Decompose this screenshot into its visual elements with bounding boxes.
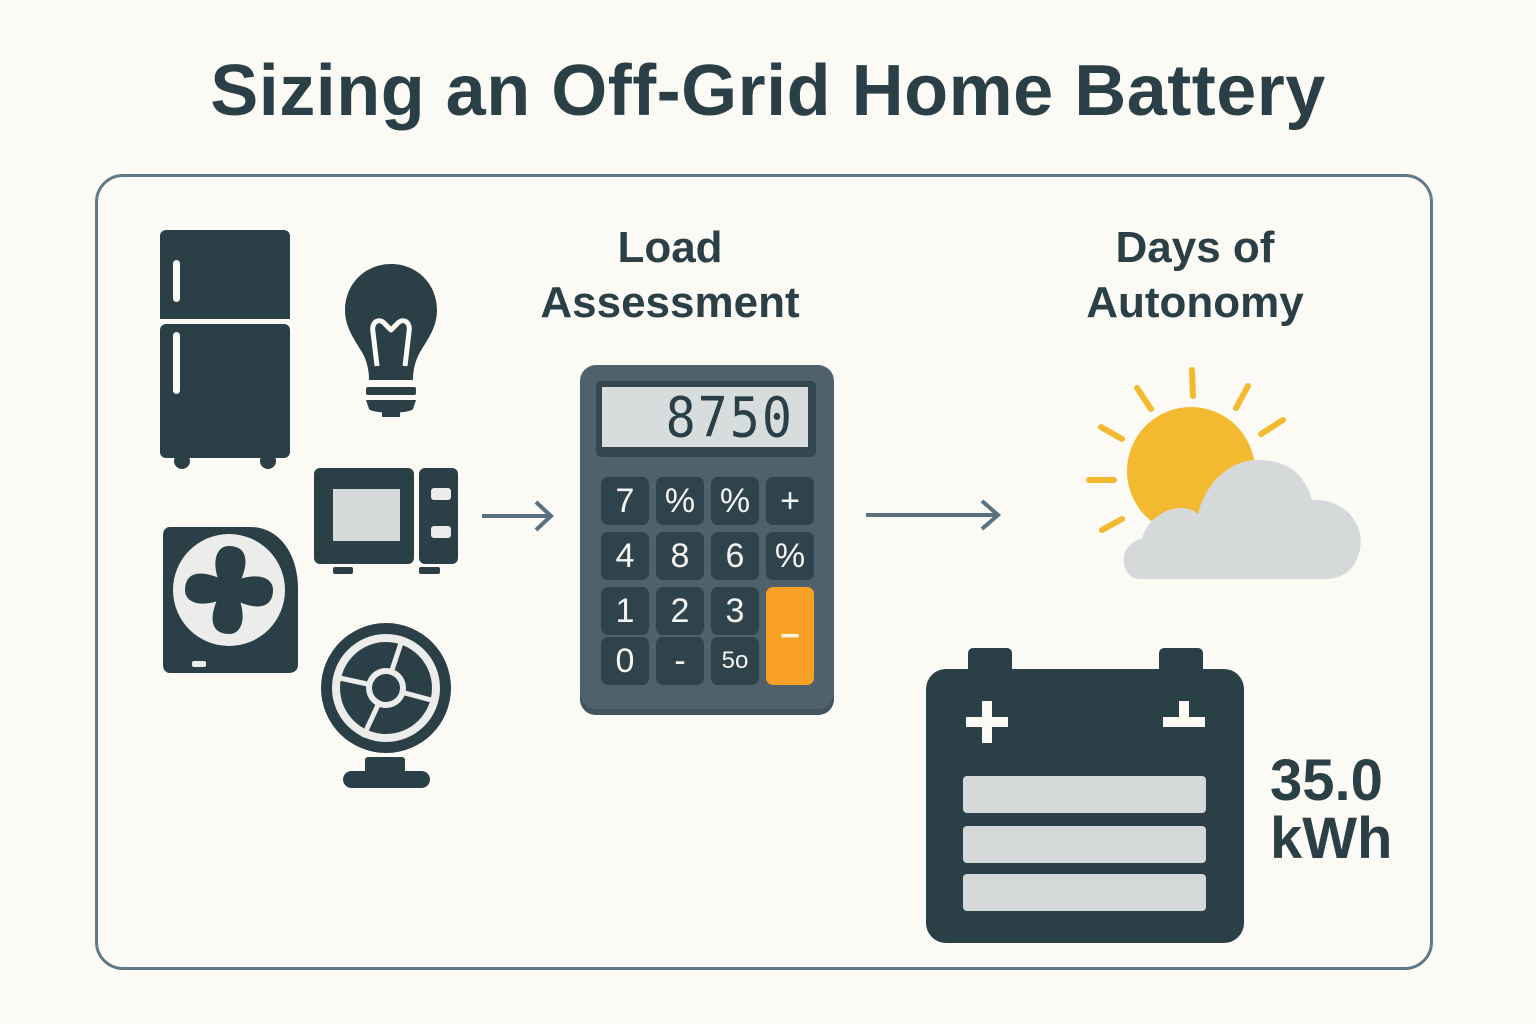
- light-bulb-icon: [345, 264, 437, 417]
- calculator-key: -: [656, 637, 704, 685]
- calculator-key: 6: [711, 532, 759, 580]
- arrow-right-icon: [866, 499, 1002, 531]
- calculator-key: +: [766, 477, 814, 525]
- battery-capacity: 35.0 kWh: [1270, 752, 1392, 868]
- desk-fan-icon: [321, 623, 451, 788]
- microwave-icon: [314, 468, 458, 574]
- calculator-key: 1: [601, 587, 649, 635]
- calculator-display: 8750: [596, 381, 816, 457]
- calculator-key: %: [656, 477, 704, 525]
- partly-cloudy-icon: [1086, 367, 1361, 579]
- calculator-display-value: 8750: [665, 386, 794, 450]
- air-conditioner-icon: [163, 527, 298, 673]
- calculator-minus-key: −: [766, 587, 814, 685]
- page-title: Sizing an Off-Grid Home Battery: [210, 51, 1326, 131]
- calculator-key: 2: [656, 587, 704, 635]
- calculator-key: 8: [656, 532, 704, 580]
- calculator-key: 3: [711, 587, 759, 635]
- capacity-value: 35.0: [1270, 748, 1383, 813]
- arrow-right-icon: [482, 500, 554, 532]
- calculator-key: 7: [601, 477, 649, 525]
- refrigerator-icon: [158, 230, 292, 469]
- capacity-unit: kWh: [1270, 806, 1393, 871]
- calculator-key: %: [766, 532, 814, 580]
- calculator-key: %: [711, 477, 759, 525]
- battery-icon: [926, 648, 1244, 943]
- calculator-key: 4: [601, 532, 649, 580]
- calculator-key: 0: [601, 637, 649, 685]
- load-assessment-label: Load Assessment: [540, 223, 800, 327]
- calculator-key: 5o: [711, 637, 759, 685]
- days-of-autonomy-label: Days of Autonomy: [1086, 223, 1304, 327]
- calculator-icon: 8750 7 % % + 4 8 6 % 1 2 3 − 0 - 5o: [580, 365, 834, 715]
- diagram-panel: [95, 174, 1433, 970]
